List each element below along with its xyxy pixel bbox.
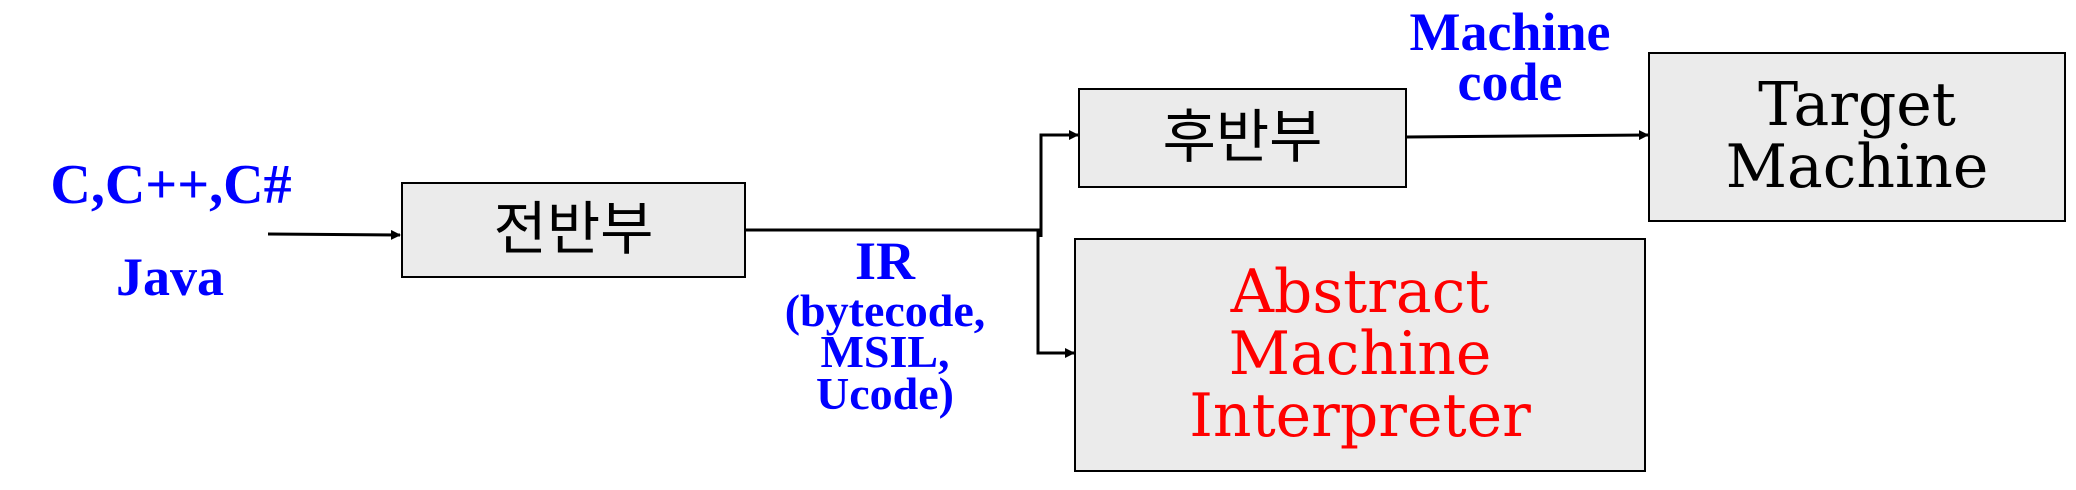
frontend-box: 전반부 [401,182,746,278]
interpreter-box: Abstract Machine Interpreter [1074,238,1646,472]
machine-code-line: Machine [1409,2,1611,62]
machine-code-arrow [1405,130,1649,141]
ir-detail-line: MSIL, [820,326,950,378]
ir-details-label: (bytecode, MSIL, Ucode) [740,285,1030,419]
ir-detail-line: Ucode) [816,367,954,419]
backend-label: 후반부 [1162,103,1323,172]
target-machine-line: Machine [1725,132,1989,202]
interpreter-line: Abstract [1230,257,1490,328]
interpreter-branch-arrow [1036,230,1075,358]
interpreter-line: Interpreter [1189,380,1531,451]
target-machine-line: Target [1758,70,1956,141]
backend-branch-arrow [1039,130,1079,237]
input-java-label: Java [116,247,224,307]
machine-code-line: code [1457,51,1563,112]
target-machine-box: Target Machine [1648,52,2066,222]
ir-title-label: IR [854,231,915,291]
input-arrow [267,229,401,240]
interpreter-line: Machine [1228,319,1492,390]
input-languages-label: C,C++,C# [50,154,292,216]
ir-detail-line: (bytecode, [784,285,986,336]
frontend-label: 전반부 [493,195,654,264]
machine-code-label: Machine code [1370,2,1650,112]
backend-box: 후반부 [1078,88,1407,188]
